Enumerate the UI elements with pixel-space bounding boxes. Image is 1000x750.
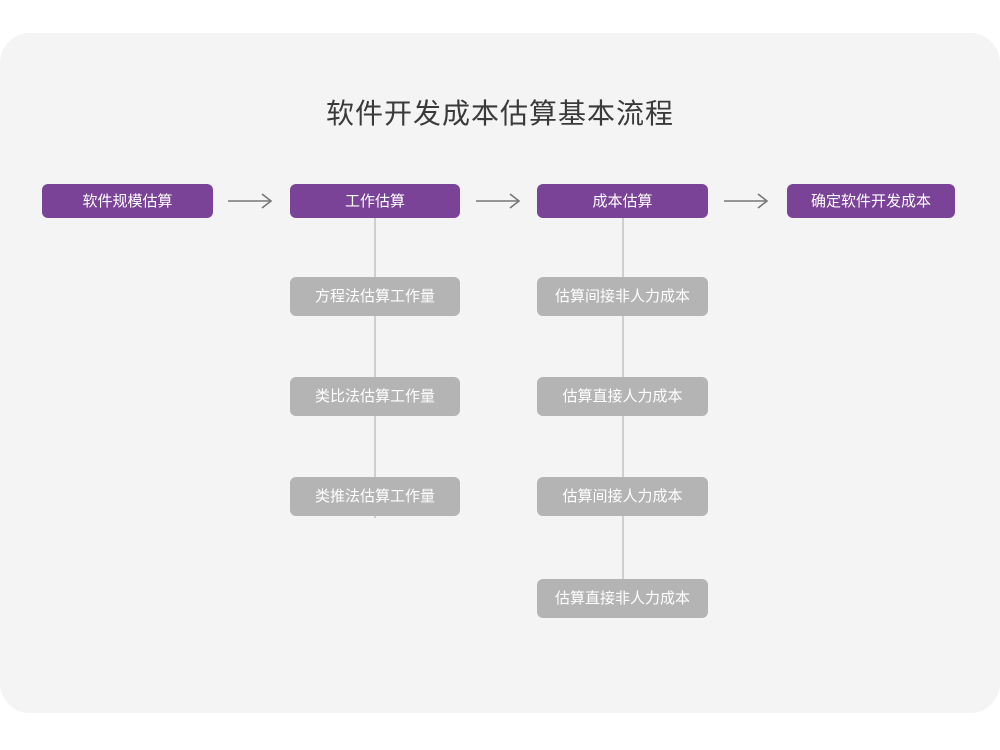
flow-node-branch2-item2[interactable]: 估算直接人力成本	[537, 377, 708, 416]
flow-node-branch2-item4[interactable]: 估算直接非人力成本	[537, 579, 708, 618]
flow-node-branch1-item2[interactable]: 类比法估算工作量	[290, 377, 460, 416]
page-title: 软件开发成本估算基本流程	[325, 97, 674, 130]
arrow-right-icon-1	[226, 189, 278, 213]
connector-line-work-estimation	[374, 218, 376, 518]
flow-node-branch2-item1[interactable]: 估算间接非人力成本	[537, 277, 708, 316]
connector-line-cost-estimation	[622, 218, 624, 618]
flow-node-step2[interactable]: 工作估算	[290, 184, 460, 218]
flow-node-branch2-item3[interactable]: 估算间接人力成本	[537, 477, 708, 516]
flow-node-step1[interactable]: 软件规模估算	[42, 184, 213, 218]
arrow-right-icon-3	[722, 189, 774, 213]
flow-node-branch1-item3[interactable]: 类推法估算工作量	[290, 477, 460, 516]
flow-node-branch1-item1[interactable]: 方程法估算工作量	[290, 277, 460, 316]
flow-node-step4[interactable]: 确定软件开发成本	[787, 184, 955, 218]
flow-node-step3[interactable]: 成本估算	[537, 184, 708, 218]
arrow-right-icon-2	[474, 189, 526, 213]
diagram-panel	[0, 33, 1000, 713]
